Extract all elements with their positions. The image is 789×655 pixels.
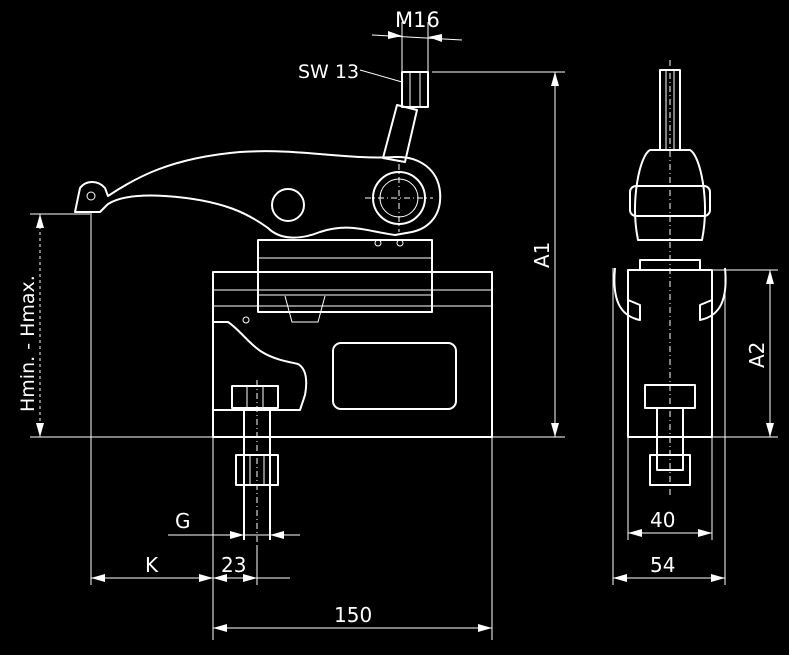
side-view: [613, 60, 727, 495]
label-k: K: [145, 553, 159, 577]
window: [332, 342, 457, 410]
label-150: 150: [334, 603, 372, 627]
base-body: [212, 271, 493, 438]
handle-bolt: [382, 104, 418, 163]
front-view: [74, 71, 493, 545]
side-head: [634, 149, 706, 241]
label-40: 40: [650, 508, 675, 532]
label-m16: M16: [395, 8, 440, 32]
jaw-cutout: [212, 321, 308, 411]
slide-block: [257, 239, 433, 313]
label-a1: A1: [530, 242, 554, 268]
label-g: G: [175, 509, 191, 533]
dimensions: M16 SW 13 A1 A2 Hmin. - Hmax. G: [17, 8, 778, 640]
hex-nut-top: [401, 71, 429, 108]
eccentric-outer: [372, 171, 426, 225]
label-sw13: SW 13: [298, 61, 359, 83]
clamp-lever: [74, 150, 442, 239]
label-hmin-hmax: Hmin. - Hmax.: [17, 275, 39, 412]
label-54: 54: [650, 553, 675, 577]
pivot-pin: [271, 188, 305, 222]
label-23: 23: [221, 553, 246, 577]
label-a2: A2: [745, 342, 769, 368]
side-bolt: [659, 69, 681, 151]
